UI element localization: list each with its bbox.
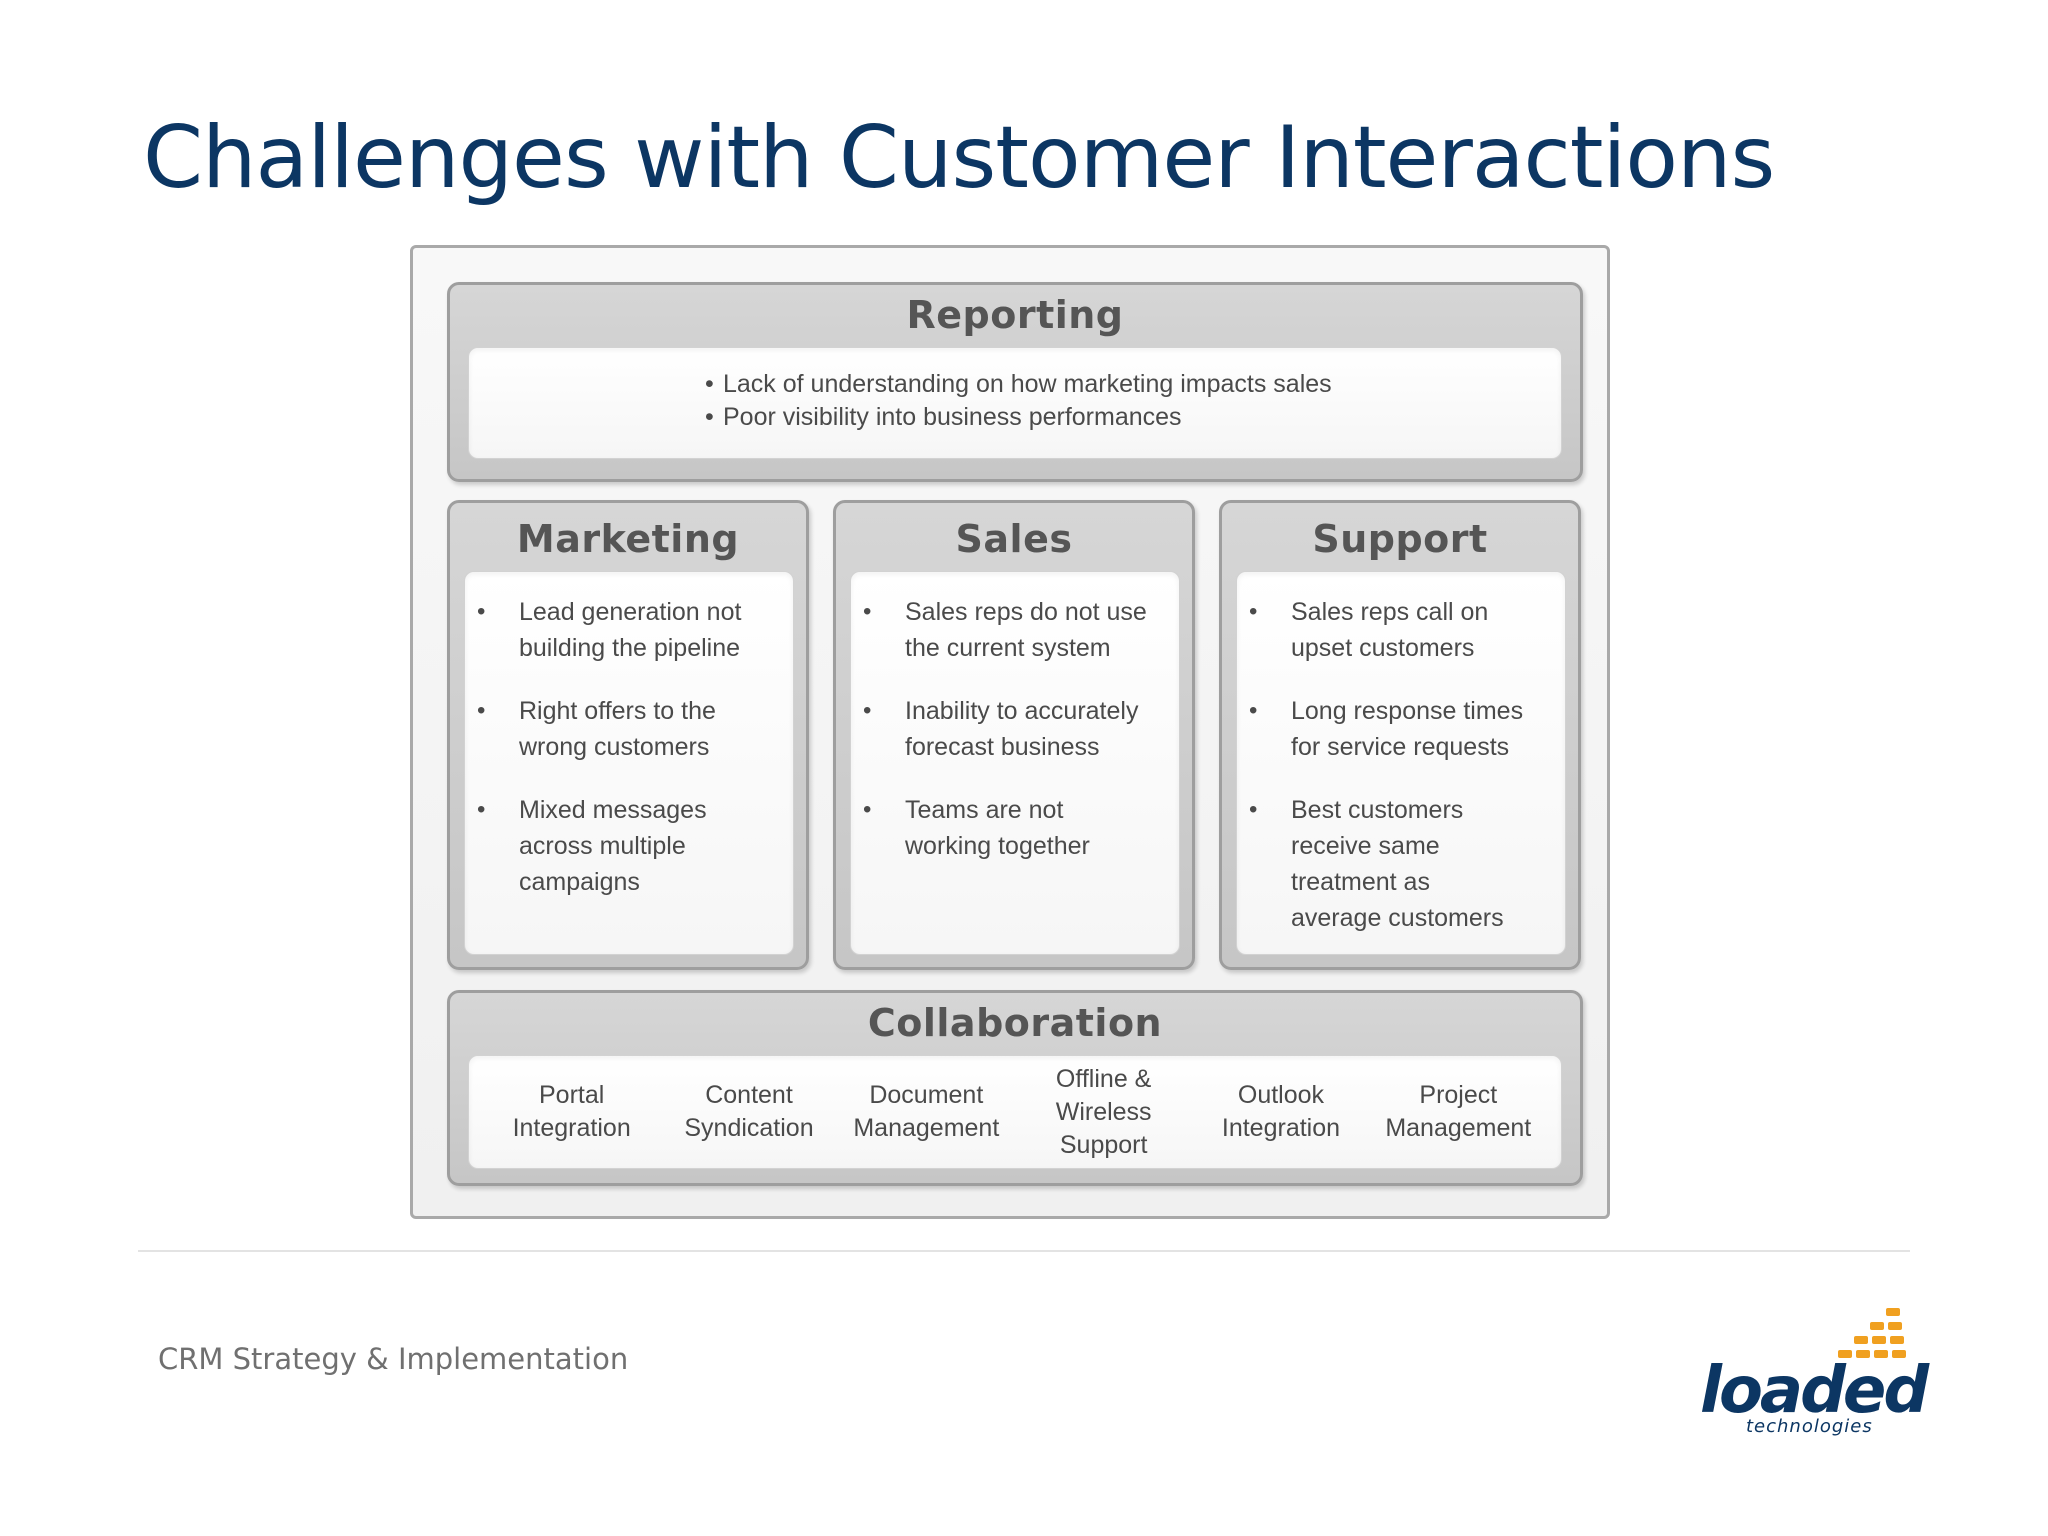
footer-text: CRM Strategy & Implementation [158, 1342, 629, 1376]
logo-bars-icon [1838, 1308, 1906, 1358]
sales-bullet-text: Inability to accurately forecast busines… [905, 697, 1139, 761]
company-logo: loaded technologies [1690, 1300, 1930, 1450]
collaboration-panel: Collaboration Portal Integration Content… [447, 990, 1583, 1186]
bullet-glyph: • [705, 403, 714, 431]
reporting-content: • Lack of understanding on how marketing … [468, 347, 1562, 459]
bullet-glyph: • [863, 697, 872, 724]
reporting-panel: Reporting • Lack of understanding on how … [447, 282, 1583, 482]
collaboration-item: Portal Integration [512, 1081, 631, 1142]
sales-bullet-text: Sales reps do not use the current system [905, 598, 1147, 662]
sales-content: • Sales reps do not use the current syste… [850, 571, 1180, 955]
reporting-bullet: • Poor visibility into business performan… [705, 401, 1332, 434]
marketing-bullet-text: Mixed messages across multiple campaigns [519, 796, 707, 896]
marketing-title: Marketing [516, 517, 740, 561]
support-bullet: • Best customers receive same treatment a… [1237, 792, 1565, 936]
collaboration-item: Project Management [1385, 1081, 1532, 1142]
collaboration-item: Outlook Integration [1221, 1081, 1341, 1142]
sales-bullet: • Teams are not working together [851, 792, 1179, 864]
marketing-bullet: • Right offers to the wrong customers [465, 693, 793, 765]
bullet-glyph: • [863, 598, 872, 625]
sales-bullet: • Sales reps do not use the current syste… [851, 594, 1179, 666]
bullet-glyph: • [1249, 598, 1258, 625]
marketing-bullet: • Lead generation not building the pipeli… [465, 594, 793, 666]
bullet-glyph: • [1249, 796, 1258, 823]
marketing-panel: Marketing • Lead generation not building … [447, 500, 809, 970]
reporting-title: Reporting [906, 293, 1124, 337]
marketing-bullet-text: Lead generation not building the pipelin… [519, 598, 742, 662]
reporting-bullet: • Lack of understanding on how marketing … [705, 368, 1332, 401]
collaboration-title: Collaboration [867, 1001, 1163, 1045]
reporting-bullet-text: Lack of understanding on how marketing i… [723, 370, 1332, 398]
bullet-glyph: • [477, 796, 486, 823]
support-bullet-list: • Sales reps call on upset customers • Lon… [1237, 594, 1565, 963]
support-title: Support [1312, 517, 1488, 561]
logo-wordmark: loaded [1700, 1354, 1929, 1428]
bullet-glyph: • [477, 598, 486, 625]
collaboration-item: Document Management [853, 1081, 1000, 1142]
collaboration-content: Portal Integration Content Syndication D… [468, 1055, 1562, 1169]
sales-bullet: • Inability to accurately forecast busine… [851, 693, 1179, 765]
support-content: • Sales reps call on upset customers • Lon… [1236, 571, 1566, 955]
support-bullet: • Long response times for service request… [1237, 693, 1565, 765]
marketing-bullet-list: • Lead generation not building the pipeli… [465, 594, 793, 927]
support-bullet: • Sales reps call on upset customers [1237, 594, 1565, 666]
sales-bullet-text: Teams are not working together [905, 796, 1090, 860]
support-bullet-text: Best customers receive same treatment as… [1291, 796, 1504, 932]
bullet-glyph: • [863, 796, 872, 823]
reporting-bullet-list: • Lack of understanding on how marketing … [705, 368, 1332, 434]
bullet-glyph: • [477, 697, 486, 724]
bullet-glyph: • [1249, 697, 1258, 724]
reporting-bullet-text: Poor visibility into business performanc… [723, 403, 1182, 431]
logo-subtitle: technologies [1746, 1416, 1873, 1437]
marketing-bullet: • Mixed messages across multiple campaign… [465, 792, 793, 900]
support-bullet-text: Long response times for service requests [1291, 697, 1524, 761]
sales-bullet-list: • Sales reps do not use the current syste… [851, 594, 1179, 891]
support-panel: Support • Sales reps call on upset custom… [1219, 500, 1581, 970]
collaboration-item-list: Portal Integration Content Syndication D… [483, 1056, 1547, 1168]
crm-challenges-diagram: Reporting • Lack of understanding on how … [410, 245, 1610, 1219]
bullet-glyph: • [705, 370, 714, 398]
collaboration-item: Offline & Wireless Support [1055, 1064, 1152, 1159]
marketing-content: • Lead generation not building the pipeli… [464, 571, 794, 955]
marketing-bullet-text: Right offers to the wrong customers [519, 697, 716, 761]
collaboration-item: Content Syndication [684, 1081, 814, 1142]
slide-title: Challenges with Customer Interactions [143, 108, 1775, 208]
footer-divider [138, 1250, 1910, 1252]
sales-panel: Sales • Sales reps do not use the current… [833, 500, 1195, 970]
sales-title: Sales [955, 517, 1073, 561]
support-bullet-text: Sales reps call on upset customers [1291, 598, 1489, 662]
